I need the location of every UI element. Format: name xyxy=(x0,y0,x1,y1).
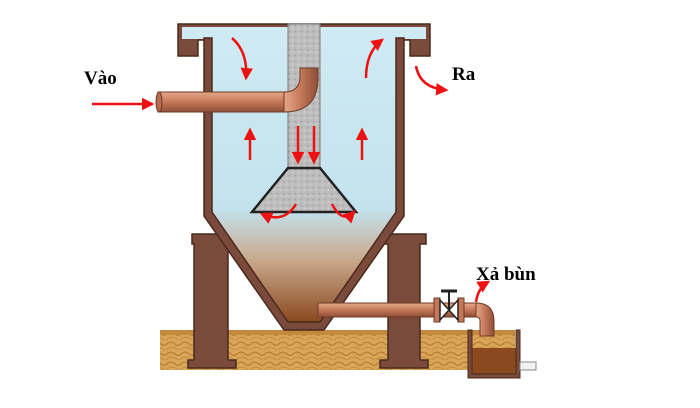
inlet-label: Vào xyxy=(84,68,117,89)
sludge-pipe xyxy=(317,297,495,337)
sludge-discharge-label: Xả bùn xyxy=(476,264,536,285)
outlet-label: Ra xyxy=(452,64,476,85)
flow-arrows xyxy=(92,37,491,303)
inlet-pipe xyxy=(155,67,319,113)
sludge-collection-box xyxy=(467,329,537,379)
valve xyxy=(439,289,459,322)
